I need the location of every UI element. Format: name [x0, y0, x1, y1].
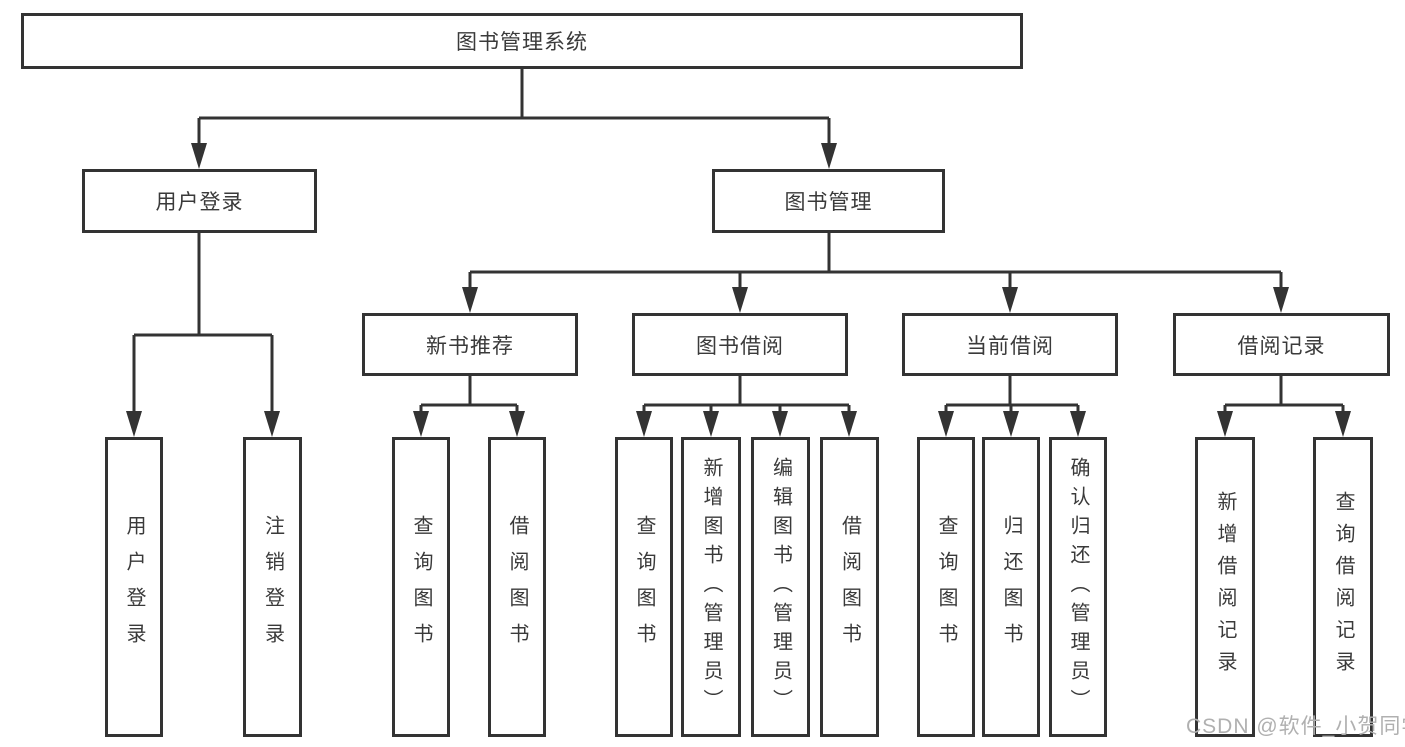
- leaf-label: 注销登录: [261, 515, 284, 659]
- node-leaf-edit-book-admin: 编辑图书（管理员）: [751, 437, 810, 737]
- node-root: 图书管理系统: [21, 13, 1023, 69]
- node-borrow-record: 借阅记录: [1173, 313, 1390, 376]
- node-current-borrow: 当前借阅: [902, 313, 1118, 376]
- leaf-label: 借阅图书: [838, 515, 861, 659]
- csdn-watermark: CSDN @软件_小贺同学: [1186, 715, 1405, 738]
- node-leaf-return-book: 归还图书: [982, 437, 1040, 737]
- leaf-label: 借阅图书: [506, 515, 528, 659]
- node-leaf-confirm-return-admin: 确认归还（管理员）: [1049, 437, 1107, 737]
- leaf-label: 编辑图书（管理员）: [769, 456, 792, 718]
- leaf-label: 新增图书（管理员）: [700, 456, 722, 718]
- leaf-label: 查询图书: [410, 515, 432, 659]
- node-leaf-query-book-current: 查询图书: [917, 437, 975, 737]
- node-leaf-query-borrow-record: 查询借阅记录: [1313, 437, 1373, 737]
- node-leaf-query-book-borrow: 查询图书: [615, 437, 673, 737]
- leaf-label: 新增借阅记录: [1214, 491, 1236, 683]
- node-leaf-add-borrow-record: 新增借阅记录: [1195, 437, 1255, 737]
- node-new-book-recommend: 新书推荐: [362, 313, 578, 376]
- leaf-label: 查询图书: [935, 515, 957, 659]
- node-leaf-borrow-book-recommend: 借阅图书: [488, 437, 546, 737]
- node-leaf-logout-login: 注销登录: [243, 437, 302, 737]
- leaf-label: 归还图书: [1000, 515, 1022, 659]
- leaf-label: 查询图书: [633, 515, 655, 659]
- node-leaf-user-login: 用户登录: [105, 437, 163, 737]
- node-leaf-borrow-book-borrow: 借阅图书: [820, 437, 879, 737]
- leaf-label: 查询借阅记录: [1332, 491, 1354, 683]
- node-leaf-query-book-recommend: 查询图书: [392, 437, 450, 737]
- node-book-borrow: 图书借阅: [632, 313, 848, 376]
- leaf-label: 用户登录: [123, 515, 145, 659]
- node-book-management: 图书管理: [712, 169, 945, 233]
- leaf-label: 确认归还（管理员）: [1067, 456, 1089, 718]
- node-user-login: 用户登录: [82, 169, 317, 233]
- node-leaf-add-book-admin: 新增图书（管理员）: [681, 437, 741, 737]
